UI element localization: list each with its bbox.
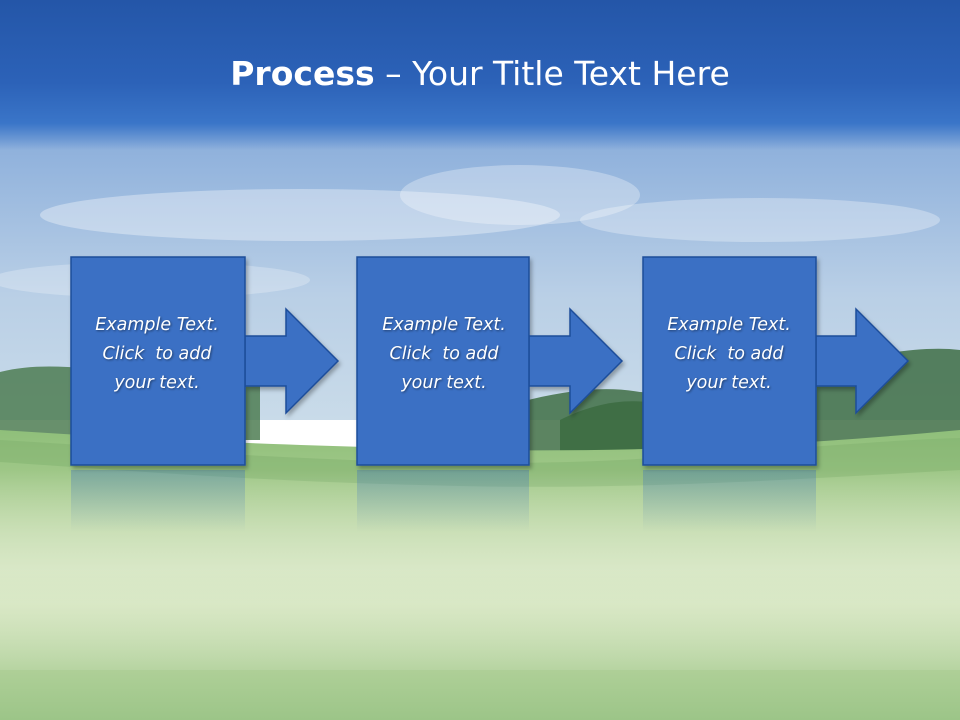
- step-1-shape[interactable]: [70, 256, 340, 466]
- step-2-shape[interactable]: [356, 256, 624, 466]
- step-1-line-1: Example Text.: [95, 315, 219, 335]
- step-2-reflection: [357, 470, 529, 532]
- step-2-line-1: Example Text.: [382, 315, 506, 335]
- title-bold: Process: [230, 54, 375, 93]
- step-2-line-2: Click to add: [389, 344, 499, 364]
- step-2-line-3: your text.: [401, 373, 487, 393]
- step-3-shape[interactable]: [642, 256, 910, 466]
- step-3-line-2: Click to add: [674, 344, 784, 364]
- step-3-reflection: [643, 470, 816, 532]
- step-3-line-3: your text.: [686, 373, 772, 393]
- step-3-line-1: Example Text.: [667, 315, 791, 335]
- title-rest: – Your Title Text Here: [385, 54, 730, 93]
- step-1-reflection: [71, 470, 245, 532]
- step-1-text[interactable]: Example Text. Click to add your text.: [71, 311, 243, 398]
- step-1-line-2: Click to add: [102, 344, 212, 364]
- title-band: [0, 0, 960, 150]
- step-3-text[interactable]: Example Text. Click to add your text.: [643, 311, 815, 398]
- step-2-text[interactable]: Example Text. Click to add your text.: [358, 311, 530, 398]
- step-1-line-3: your text.: [114, 373, 200, 393]
- slide-title[interactable]: Process – Your Title Text Here: [0, 54, 960, 94]
